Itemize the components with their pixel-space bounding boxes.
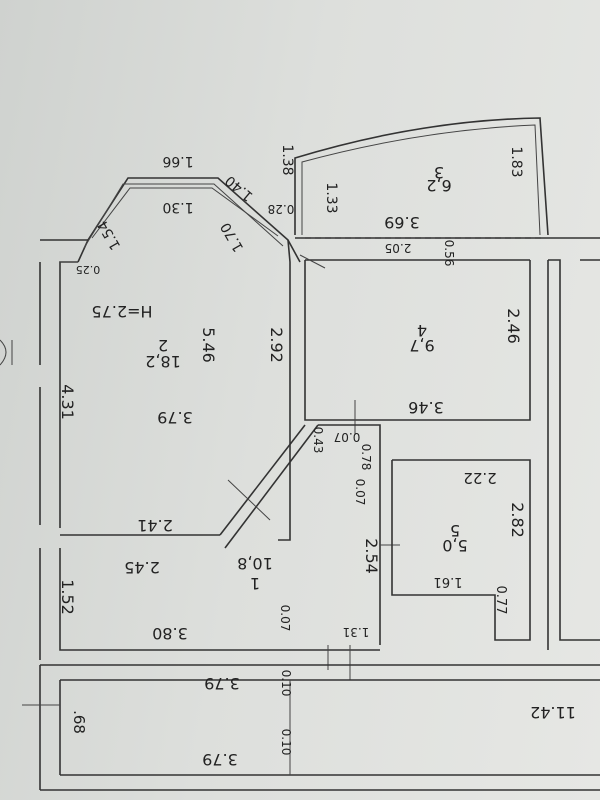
dim-label: 2.54 <box>362 538 381 574</box>
dim-label: 3.80 <box>152 624 188 643</box>
dim-label: 0.07 <box>353 479 367 506</box>
wall-room1 <box>59 548 380 651</box>
window-balcony <box>301 124 541 236</box>
room-number: 4 <box>417 321 427 340</box>
dim-label: 1.83 <box>508 146 524 177</box>
dim-label: 2.92 <box>267 327 286 363</box>
dim-label: 2.82 <box>508 502 527 538</box>
room-number: 1 <box>250 574 260 593</box>
room-number: 2 <box>158 336 168 355</box>
dim-label: 0.07 <box>334 430 361 444</box>
dim-label: 5.46 <box>199 327 218 363</box>
dim-label: 1.33 <box>323 182 339 213</box>
dim-label: 0.77 <box>493 586 508 615</box>
door-mark-diagonal <box>227 479 271 521</box>
dim-label: 0.10 <box>279 670 293 697</box>
ceiling-height: H=2.75 <box>91 302 152 321</box>
dim-label: 2.45 <box>124 558 160 577</box>
dim-label: 1.38 <box>279 144 295 175</box>
wall-right-block <box>548 259 600 641</box>
dim-label: 1.52 <box>58 579 77 615</box>
dim-label: 0.07 <box>278 605 292 632</box>
dim-label: 3.79 <box>157 408 193 427</box>
wall-room5 <box>391 459 531 641</box>
dim-label: 2.05 <box>385 241 412 255</box>
dim-label: .68 <box>70 710 88 734</box>
dim-label: 0.10 <box>279 729 293 756</box>
room-number: 5 <box>450 521 460 540</box>
room-area: 6,2 <box>426 176 451 195</box>
dim-label: 11.42 <box>530 703 576 722</box>
dim-label: 3.46 <box>408 398 444 417</box>
room-area: 9,7 <box>409 336 434 355</box>
dim-label: 0.78 <box>359 444 373 471</box>
dim-label: 0.43 <box>311 427 325 454</box>
dim-label: 0.28 <box>268 202 295 216</box>
dim-label: 2.22 <box>463 469 496 487</box>
dim-label: 0.56 <box>442 240 456 267</box>
dim-label: 2.46 <box>504 308 523 344</box>
wall-room2-diagonal-outer <box>224 424 319 549</box>
wall-balcony-outer <box>294 117 549 236</box>
dim-label: 3.79 <box>202 750 238 769</box>
door-arc-left <box>0 339 7 366</box>
wall-corridor-right <box>318 424 381 645</box>
room-area: 10,8 <box>237 554 273 573</box>
dim-label: 1.30 <box>162 199 193 215</box>
walls <box>0 117 600 791</box>
dim-label: 4.31 <box>58 384 77 420</box>
room-area: 18,2 <box>145 352 181 371</box>
dim-label: 1.70 <box>218 220 247 255</box>
room-area: 5,0 <box>442 536 467 555</box>
window-bay-inner2 <box>91 187 279 239</box>
wall-room4 <box>304 260 531 421</box>
room-number: 3 <box>434 163 444 182</box>
dim-label: 3.69 <box>384 213 420 232</box>
wall-room2-right <box>278 239 291 541</box>
dim-label: 3.79 <box>204 674 240 693</box>
dim-label: 2.41 <box>137 516 173 535</box>
dim-label: 1.31 <box>343 625 370 639</box>
dim-label: 0.25 <box>76 263 101 276</box>
wall-corner <box>299 254 326 269</box>
dim-label: 1.66 <box>162 153 193 169</box>
wall-room2-diagonal <box>219 424 306 536</box>
dim-label: 1.61 <box>434 574 463 589</box>
